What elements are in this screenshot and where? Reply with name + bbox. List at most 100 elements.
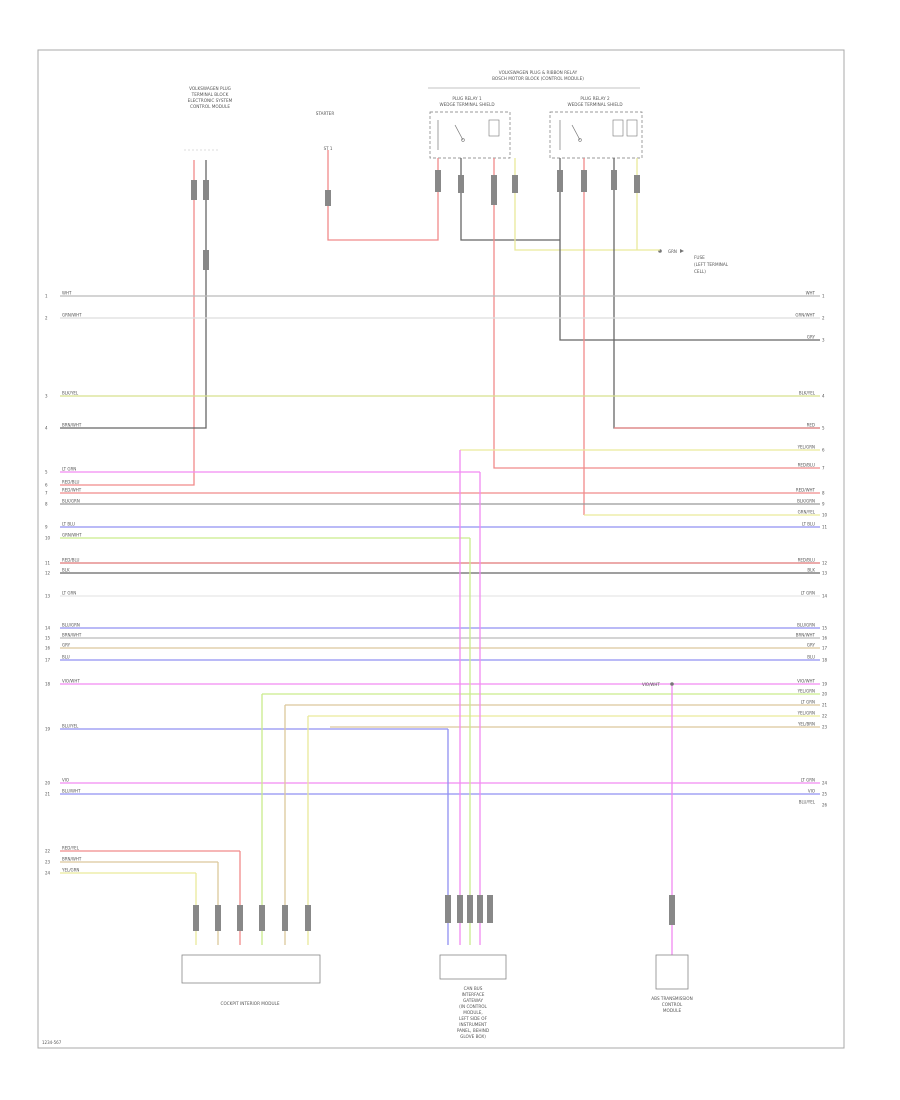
cockpit-module-box — [181, 954, 321, 984]
right-wire-label: BLU — [807, 655, 815, 660]
right-pin-number: 23 — [822, 725, 828, 730]
right-pin-number: 22 — [822, 714, 828, 719]
left-pin-number: 13 — [45, 594, 51, 599]
fuse-block: VOLKSWAGEN PLUG & RIBBON RELAY BOSCH MOT… — [428, 70, 643, 159]
left-wire-label: LT GRN — [62, 591, 76, 596]
starter-pin: ST 1 — [324, 146, 333, 151]
right-wire-label: YEL/GRN — [797, 445, 815, 450]
relay-right-line-1: PLUG RELAY 2 — [580, 96, 610, 101]
left-wire-label: LT BLU — [62, 522, 75, 527]
right-module-box — [655, 954, 689, 990]
center-module-line-6: LEFT SIDE OF — [459, 1016, 488, 1021]
center-module-line-2: INTERFACE — [462, 992, 485, 997]
right-module-line-2: CONTROL — [662, 1002, 683, 1007]
fuse-reference: GRN FUSE (LEFT TERMINAL CELL) — [658, 249, 729, 274]
right-pin-number: 24 — [822, 781, 828, 786]
left-pin-number: 21 — [45, 792, 51, 797]
center-module-line-3: GATEWAY — [463, 998, 483, 1003]
right-pin-number: 5 — [822, 426, 825, 431]
right-pin-number: 2 — [822, 316, 825, 321]
relay-left-line-1: PLUG RELAY 1 — [452, 96, 482, 101]
fuse-ref-line-3: CELL) — [694, 269, 706, 274]
left-pin-number: 6 — [45, 483, 48, 488]
right-pin-number: 13 — [822, 571, 828, 576]
top-left-module: VOLKSWAGEN PLUG TERMINAL BLOCK ELECTRONI… — [184, 86, 233, 151]
left-pin-number: 4 — [45, 426, 48, 431]
right-pin-number: 10 — [822, 513, 828, 518]
left-pin-number: 24 — [45, 871, 51, 876]
right-wire-label: RED/WHT — [796, 488, 816, 493]
right-pin-number: 14 — [822, 594, 828, 599]
right-pin-number: 8 — [822, 491, 825, 496]
left-wire-label: GRY — [62, 643, 71, 648]
left-pin-number: 12 — [45, 571, 51, 576]
right-wire-label: BLK/YEL — [799, 391, 816, 396]
bus-wires — [60, 295, 820, 874]
left-pin-number: 5 — [45, 470, 48, 475]
right-pin-number: 26 — [822, 803, 828, 808]
right-pin-number: 15 — [822, 626, 828, 631]
center-tap-label: VIO/WHT — [642, 682, 660, 687]
center-module-line-7: INSTRUMENT — [459, 1022, 487, 1027]
right-pin-number: 20 — [822, 692, 828, 697]
right-wire-label: GRY — [807, 643, 816, 648]
right-pin-number: 25 — [822, 792, 828, 797]
relay-left-box — [429, 111, 511, 159]
right-wire-label: RED — [807, 423, 815, 428]
left-wire-label: YEL/GRN — [61, 868, 79, 873]
fuse-block-title-2: BOSCH MOTOR BLOCK (CONTROL MODULE) — [492, 76, 584, 81]
fuse-ref-line-1: FUSE — [694, 255, 705, 260]
left-pin-number: 19 — [45, 727, 51, 732]
left-wire-label: RED/BLU — [62, 558, 80, 563]
top-wires — [60, 150, 820, 516]
relay-right-line-2: WEDGE TERMINAL SHIELD — [567, 102, 622, 107]
right-wire-label: LT BLU — [802, 522, 815, 527]
cockpit-module-label: COCKPIT INTERIOR MODULE — [221, 1001, 280, 1006]
left-pin-number: 14 — [45, 626, 51, 631]
right-pin-number: 19 — [822, 682, 828, 687]
left-wire-label: RED/BLU — [62, 480, 80, 485]
left-wire-label: BRN/WHT — [62, 633, 82, 638]
left-wire-label: GRN/WHT — [62, 313, 82, 318]
left-wire-label: BLU/GRN — [62, 623, 80, 628]
right-pin-number: 1 — [822, 294, 825, 299]
left-wire-label: RED/WHT — [62, 488, 82, 493]
left-pin-number: 22 — [45, 849, 51, 854]
right-pin-number: 4 — [822, 394, 825, 399]
right-wire-label: VIO — [808, 789, 815, 794]
left-wire-label: VIO/WHT — [62, 679, 80, 684]
right-pin-number: 11 — [822, 525, 828, 530]
right-module-line-3: MODULE — [663, 1008, 682, 1013]
left-pin-number: 8 — [45, 502, 48, 507]
left-pin-number: 23 — [45, 860, 51, 865]
fuse-ref-pin: GRN — [668, 249, 677, 254]
right-pin-number: 16 — [822, 636, 828, 641]
left-pin-number: 1 — [45, 294, 48, 299]
right-pin-number: 12 — [822, 561, 828, 566]
top-left-module-line-3: ELECTRONIC SYSTEM — [188, 98, 233, 103]
left-pin-number: 3 — [45, 394, 48, 399]
top-connector-pins — [191, 170, 640, 270]
left-wire-label: VIO — [62, 778, 69, 783]
left-wire-label: WHT — [62, 291, 72, 296]
right-wire-label: RED/BLU — [798, 558, 816, 563]
starter-component: STARTER ST 1 — [316, 111, 335, 151]
right-wire-label: YEL/GRN — [797, 689, 815, 694]
right-pin-number: 9 — [822, 502, 825, 507]
right-pin-number: 21 — [822, 703, 828, 708]
right-pin-number: 7 — [822, 466, 825, 471]
page-id: 1234-567 — [42, 1040, 62, 1045]
left-wire-label: GRN/WHT — [62, 533, 82, 538]
right-wire-label: LT GRN — [801, 700, 815, 705]
left-wire-label: RED/YEL — [62, 846, 80, 851]
right-wire-label: YEL/BRN — [797, 722, 815, 727]
top-left-module-line-1: VOLKSWAGEN PLUG — [189, 86, 231, 91]
left-wire-label: BLU/YEL — [62, 724, 79, 729]
right-pin-number: 17 — [822, 646, 828, 651]
right-pin-number: 3 — [822, 338, 825, 343]
left-wire-label: BLU — [62, 655, 70, 660]
vertical-drops — [195, 450, 673, 955]
center-module-line-9: GLOVE BOX) — [460, 1034, 486, 1039]
right-pin-number: 6 — [822, 448, 825, 453]
